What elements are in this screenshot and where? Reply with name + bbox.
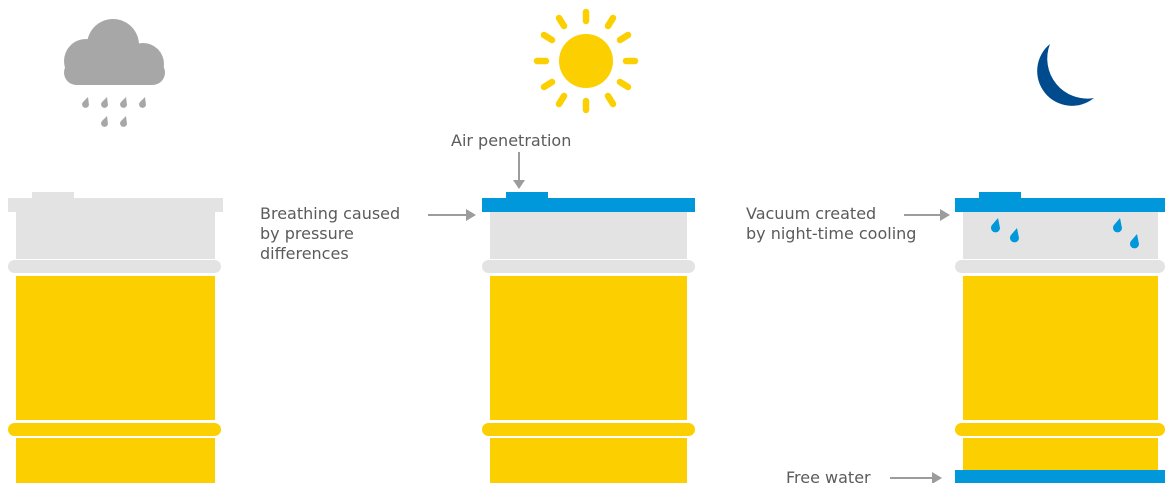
breathing-line-2: by pressure (260, 224, 400, 244)
arrow-air-penetration (513, 152, 525, 189)
air-penetration-label: Air penetration (451, 131, 571, 151)
drum-right-body (963, 276, 1158, 420)
drum-right-bottom (963, 438, 1158, 470)
rain-cloud-icon (64, 19, 165, 127)
free-water-layer (955, 470, 1165, 483)
drum-right-lower-hoop (955, 423, 1165, 436)
breathing-label: Breathing caused by pressure differences (260, 204, 400, 264)
sun-icon (537, 12, 635, 110)
arrow-breathing (428, 209, 476, 221)
drum-middle-top-rim (482, 198, 695, 212)
crescent-moon-icon (1037, 44, 1094, 106)
drum-left-upper-hoop (8, 260, 221, 273)
drum-left-body (16, 276, 215, 420)
arrow-free-water (890, 472, 942, 483)
drum-middle-lower-hoop (482, 423, 695, 436)
drum-left (8, 192, 223, 483)
drum-right-top-rim (955, 198, 1165, 212)
drum-middle-headspace (490, 212, 687, 259)
drum-left-bottom (16, 438, 215, 483)
vacuum-line-1: Vacuum created (746, 204, 916, 224)
drum-middle-upper-hoop (482, 260, 695, 273)
drum-left-top-rim (8, 198, 223, 212)
drum-middle-body (490, 276, 687, 420)
drum-right (955, 192, 1165, 483)
vacuum-line-2: by night-time cooling (746, 224, 916, 244)
free-water-label: Free water (786, 468, 871, 488)
drum-left-headspace (16, 210, 215, 259)
free-water-text: Free water (786, 468, 871, 488)
drum-left-lower-hoop (8, 423, 221, 436)
drum-middle-bottom (490, 438, 687, 483)
drum-right-upper-hoop (955, 260, 1165, 273)
drum-right-headspace (963, 212, 1158, 259)
breathing-line-3: differences (260, 244, 400, 264)
breathing-line-1: Breathing caused (260, 204, 400, 224)
air-penetration-text: Air penetration (451, 131, 571, 151)
vacuum-label: Vacuum created by night-time cooling (746, 204, 916, 244)
drum-middle (482, 192, 695, 483)
